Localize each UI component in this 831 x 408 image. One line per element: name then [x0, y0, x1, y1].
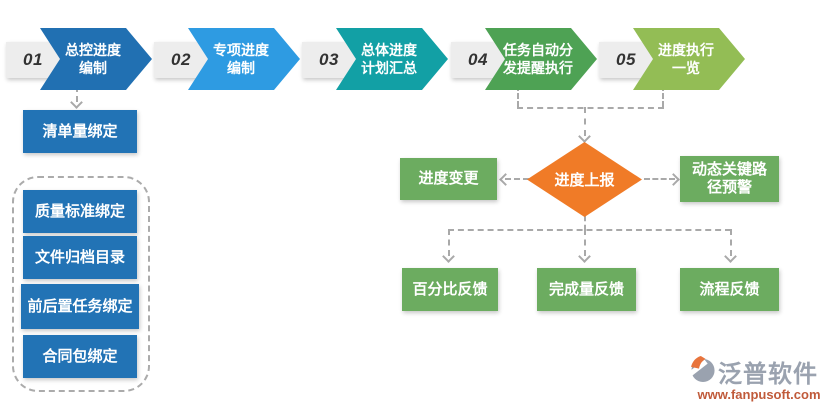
node-completion-quantity-feedback: 完成量反馈 — [537, 268, 636, 311]
node-contract-package-binding: 合同包绑定 — [23, 335, 137, 378]
node-list-quantity-binding: 清单量绑定 — [23, 110, 137, 153]
binding-group-container — [12, 176, 150, 392]
connector-merge-horizontal — [517, 107, 664, 109]
step-label-line1: 任务自动分 — [503, 42, 573, 58]
connector-diamond-right — [644, 178, 675, 180]
node-pre-post-task-binding: 前后置任务绑定 — [21, 284, 139, 329]
step-number: 05 — [616, 50, 636, 69]
node-label: 合同包绑定 — [42, 347, 118, 365]
arrowhead-left-icon — [499, 173, 512, 186]
node-progress-change: 进度变更 — [400, 158, 497, 200]
node-label: 进度变更 — [418, 170, 479, 187]
node-label: 文件归档目录 — [34, 248, 125, 266]
connector-diamond-left — [505, 178, 529, 180]
node-process-feedback: 流程反馈 — [680, 268, 779, 311]
step-number: 03 — [319, 50, 339, 69]
arrowhead-down-icon — [442, 250, 455, 263]
connector-to-diamond — [584, 107, 586, 136]
step-label-line2: 发提醒执行 — [503, 60, 573, 76]
step-number: 01 — [23, 50, 43, 69]
arrowhead-down-icon — [724, 250, 737, 263]
node-label: 进度上报 — [554, 172, 615, 189]
step-number: 02 — [171, 50, 191, 69]
step-label-line1: 总体进度 — [361, 42, 417, 58]
connector-step4-down — [517, 77, 519, 107]
step-label-line1: 总控进度 — [65, 42, 121, 58]
connector-spread-horizontal — [448, 229, 731, 231]
arrowhead-right-icon — [667, 173, 680, 186]
node-label: 完成量反馈 — [548, 280, 624, 298]
arrowhead-down-icon — [70, 96, 83, 109]
fanpu-logo-icon — [685, 354, 716, 389]
step-label-line2: 编制 — [79, 60, 107, 76]
fanpu-logo: 泛普软件 www.fanpusoft.com — [685, 354, 828, 402]
node-label: 质量标准绑定 — [34, 202, 125, 220]
connector-feedback2-down — [584, 229, 586, 256]
step-label-line2: 编制 — [227, 60, 255, 76]
node-dynamic-critical-path-warning: 动态关键路 径预警 — [680, 156, 779, 202]
step-4-number-box: 04 — [451, 42, 505, 78]
node-file-archive-directory: 文件归档目录 — [23, 236, 137, 279]
node-label: 前后置任务绑定 — [27, 297, 133, 315]
node-label-line2: 径预警 — [706, 179, 752, 196]
step-number: 04 — [468, 50, 488, 69]
step-label-line1: 进度执行 — [658, 42, 714, 58]
node-label: 流程反馈 — [699, 280, 760, 298]
step-1-number-box: 01 — [6, 42, 60, 78]
connector-diamond-down — [584, 216, 586, 230]
step-label-line1: 专项进度 — [213, 42, 269, 58]
connector-feedback3-down — [730, 229, 732, 256]
step-label-line2: 一览 — [672, 60, 700, 76]
node-label: 百分比反馈 — [412, 280, 488, 298]
node-quality-standard-binding: 质量标准绑定 — [23, 190, 137, 233]
node-percentage-feedback: 百分比反馈 — [402, 268, 498, 311]
node-label-line1: 动态关键路 — [691, 161, 767, 178]
connector-feedback1-down — [448, 229, 450, 256]
node-progress-report-diamond: 进度上报 — [527, 142, 642, 217]
connector-step5-down — [662, 77, 664, 107]
step-3-number-box: 03 — [302, 42, 356, 78]
step-2-number-box: 02 — [154, 42, 208, 78]
arrowhead-down-icon — [578, 130, 591, 143]
arrowhead-down-icon — [578, 250, 591, 263]
logo-company-name: 泛普软件 — [718, 361, 818, 388]
logo-website-url: www.fanpusoft.com — [697, 387, 821, 402]
node-label: 清单量绑定 — [42, 122, 118, 140]
step-5-number-box: 05 — [599, 42, 653, 78]
step-label-line2: 计划汇总 — [361, 60, 417, 76]
